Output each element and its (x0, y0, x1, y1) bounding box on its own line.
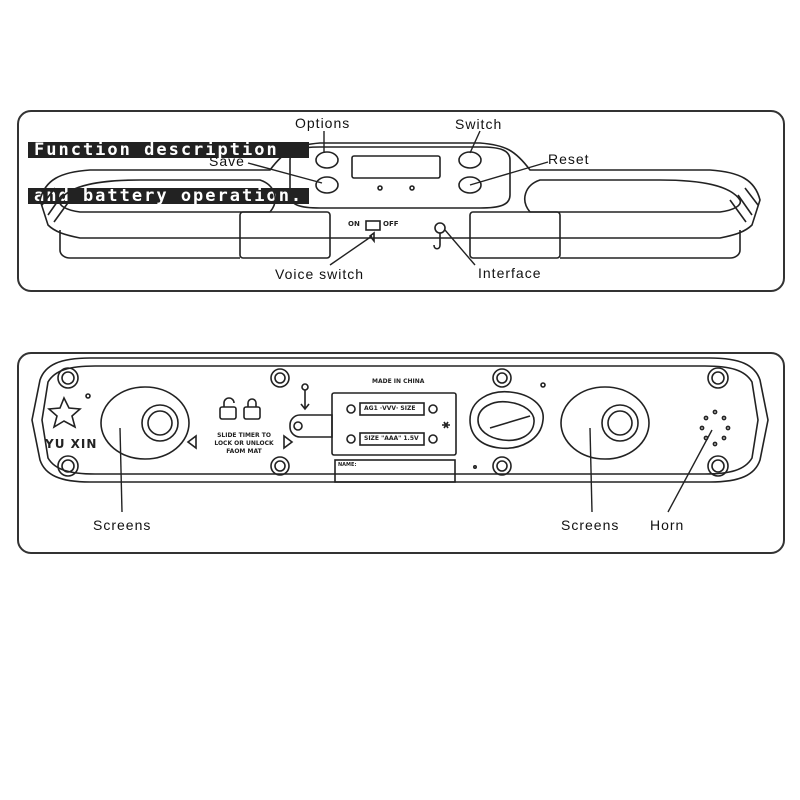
lock-instruction-2: LOCK OR UNLOCK (214, 440, 274, 447)
top-leader-lines (247, 130, 549, 266)
label-horn: Horn (650, 517, 685, 533)
label-save: Save (209, 153, 245, 169)
diagram-title: Function description and battery operati… (28, 112, 310, 219)
brand-text: YU XIN (45, 437, 98, 451)
name-box-label: NAME: (338, 462, 357, 468)
made-in-china-text: MADE IN CHINA (372, 378, 425, 385)
label-switch: Switch (455, 116, 503, 132)
bottom-view-panel (17, 352, 785, 554)
battery-label-2: SIZE "AAA" 1.5V (364, 435, 419, 442)
title-line-1: Function description (28, 142, 310, 159)
label-interface: Interface (478, 265, 542, 281)
timer-top-view (39, 142, 761, 259)
battery-label-1: AG1 ·VVV· SIZE (364, 405, 416, 412)
label-options: Options (295, 115, 351, 131)
timer-bottom-view (31, 357, 769, 483)
lock-instruction-3: FAOM MAT (226, 448, 262, 455)
voice-on-text: ON (348, 220, 360, 228)
bottom-leader-lines (119, 427, 713, 513)
label-reset: Reset (548, 151, 590, 167)
label-screens-right: Screens (561, 517, 620, 533)
label-screens-left: Screens (93, 517, 152, 533)
lock-instruction-1: SLIDE TIMER TO (217, 432, 271, 439)
voice-off-text: OFF (383, 220, 399, 228)
title-line-2: and battery operation. (28, 188, 310, 205)
label-voice-switch: Voice switch (275, 266, 365, 282)
